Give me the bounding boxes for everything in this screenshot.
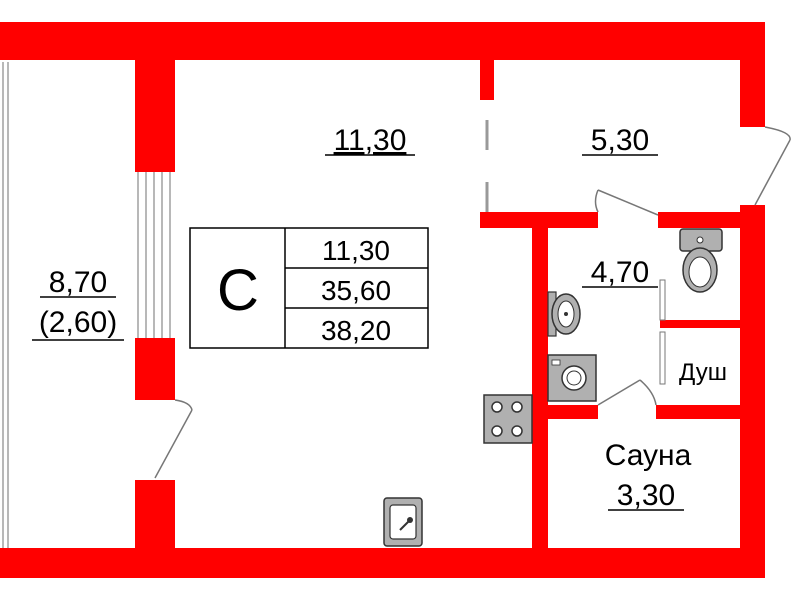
door-sauna: [597, 379, 657, 406]
wall-left-upper: [135, 22, 175, 172]
door-balcony: [154, 399, 193, 479]
room-labels: 11,30 5,30 4,70 Душ Сауна 3,30 8,70 (2,6…: [32, 124, 727, 512]
sink-icon: [547, 291, 581, 337]
wall-partition-stub: [480, 40, 494, 100]
wall-left-mid: [135, 338, 175, 400]
shower-label: Душ: [679, 359, 727, 386]
wall-bath-bottom: [548, 405, 598, 419]
bathroom-area: 4,70: [591, 256, 649, 289]
washing-machine-icon: [547, 354, 597, 402]
door-entrance: [754, 126, 791, 206]
sauna-label: Сауна: [605, 439, 692, 472]
apartment-type-letter: С: [217, 258, 259, 323]
walls: [0, 22, 765, 578]
wall-bottom: [0, 548, 765, 578]
living-area-value: 11,30: [322, 235, 390, 266]
door-bathroom: [594, 189, 659, 216]
wall-right-lower: [740, 205, 765, 578]
main-room-area: 11,30: [334, 124, 407, 157]
sauna-area: 3,30: [617, 479, 675, 512]
window-left: [137, 170, 171, 340]
kitchen-sink-icon: [383, 497, 423, 547]
doors: [154, 126, 791, 479]
total-area-value: 35,60: [321, 275, 391, 306]
wall-bath-bottom-right: [656, 405, 740, 419]
stove-icon: [483, 394, 533, 444]
wall-bath-left: [532, 212, 548, 557]
toilet-icon: [679, 228, 723, 293]
total-area-with-balcony-value: 38,20: [321, 315, 391, 346]
balcony-area: 8,70: [49, 266, 107, 299]
balcony-area-reduced: (2,60): [39, 306, 117, 339]
summary-table: С 11,30 35,60 38,20: [189, 227, 429, 349]
hall-area: 5,30: [591, 124, 649, 157]
wall-hall-bottom-right: [658, 212, 740, 228]
wall-shower-top: [660, 320, 740, 328]
wall-right-upper: [740, 22, 765, 127]
shower-partition: [659, 279, 666, 385]
